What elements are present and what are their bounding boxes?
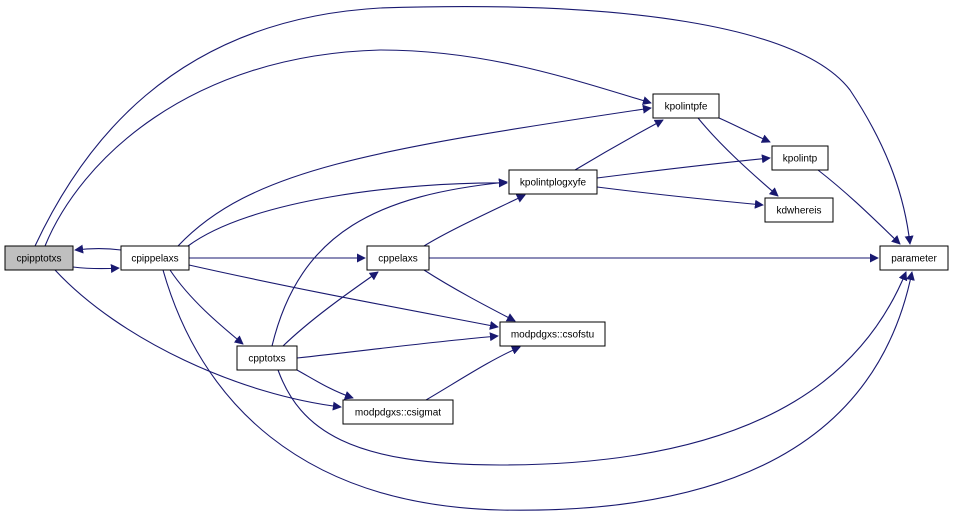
node-box: [236, 345, 298, 371]
edge-kpolintplogxyfe-to-kpolintp: [596, 154, 771, 179]
node-box: [771, 145, 829, 171]
node-label: kpolintp: [783, 154, 818, 165]
node-box: [120, 245, 190, 271]
edge-csigmat-to-csofstu: [425, 346, 521, 401]
edge-cpptotxs-to-cppelaxs: [282, 271, 379, 347]
node-parameter[interactable]: parameter: [879, 245, 949, 271]
edge-cpippelaxs-to-cpptotxs: [169, 269, 244, 345]
edge-kpolintplogxyfe-to-kdwhereis: [596, 186, 764, 209]
node-label: cpipptotxs: [16, 254, 61, 265]
edge-cpptotxs-to-parameter: [277, 271, 908, 466]
node-cpptotxs[interactable]: cpptotxs: [236, 345, 298, 371]
node-label: kpolintplogxyfe: [520, 178, 587, 189]
node-label: cpippelaxs: [131, 254, 178, 265]
edge-cpippelaxs-to-kpolintpfe: [177, 104, 652, 247]
edge-cpptotxs-to-kpolintplogxyfe: [271, 178, 508, 347]
edge-kpolintplogxyfe-to-kpolintpfe: [574, 119, 664, 171]
node-box: [879, 245, 949, 271]
edge-cpippelaxs-to-csofstu: [188, 264, 499, 330]
node-kpolintplogxyfe[interactable]: kpolintplogxyfe: [508, 169, 598, 195]
node-box: [652, 93, 720, 119]
edge-layer: [34, 6, 915, 511]
node-cpippelaxs[interactable]: cpippelaxs: [120, 245, 190, 271]
edge-cppelaxs-to-csofstu: [423, 269, 516, 322]
node-label: kpolintpfe: [665, 102, 708, 113]
node-label: cppelaxs: [378, 254, 417, 265]
edge-cpippelaxs-to-cpipptotxs: [74, 244, 122, 254]
node-cpipptotxs[interactable]: cpipptotxs: [4, 245, 74, 271]
edge-cpptotxs-to-csigmat: [296, 369, 354, 400]
edge-cpippelaxs-to-parameter: [162, 269, 915, 511]
node-box: [499, 321, 606, 347]
node-kdwhereis[interactable]: kdwhereis: [764, 197, 834, 223]
edge-cpptotxs-to-csofstu: [296, 332, 499, 359]
edge-kpolintpfe-to-kpolintp: [718, 117, 771, 143]
node-box: [366, 245, 430, 271]
node-box: [764, 197, 834, 223]
node-box: [4, 245, 74, 271]
edge-cppelaxs-to-kpolintplogxyfe: [423, 194, 526, 247]
node-layer: cpipptotxs cpippelaxs cppelaxs cpptotxs kpol…: [4, 93, 949, 425]
node-label: cpptotxs: [248, 354, 285, 365]
node-box: [508, 169, 598, 195]
node-kpolintp[interactable]: kpolintp: [771, 145, 829, 171]
node-csofstu[interactable]: modpdgxs::csofstu: [499, 321, 606, 347]
node-label: parameter: [891, 254, 937, 265]
edge-cpipptotxs-to-parameter: [34, 6, 914, 247]
edge-cpippelaxs-to-kpolintplogxyfe: [187, 178, 508, 247]
node-label: modpdgxs::csigmat: [355, 408, 441, 419]
node-box: [342, 399, 454, 425]
edge-kpolintp-to-parameter: [817, 169, 901, 245]
node-cppelaxs[interactable]: cppelaxs: [366, 245, 430, 271]
edge-kpolintpfe-to-kdwhereis: [697, 117, 779, 197]
edge-cpipptotxs-to-csigmat: [54, 269, 342, 411]
node-csigmat[interactable]: modpdgxs::csigmat: [342, 399, 454, 425]
edge-cpipptotxs-to-cpippelaxs: [72, 264, 120, 274]
edge-cpipptotxs-to-kpolintpfe: [44, 49, 652, 247]
node-label: modpdgxs::csofstu: [511, 330, 594, 341]
node-label: kdwhereis: [776, 206, 821, 217]
node-kpolintpfe[interactable]: kpolintpfe: [652, 93, 720, 119]
